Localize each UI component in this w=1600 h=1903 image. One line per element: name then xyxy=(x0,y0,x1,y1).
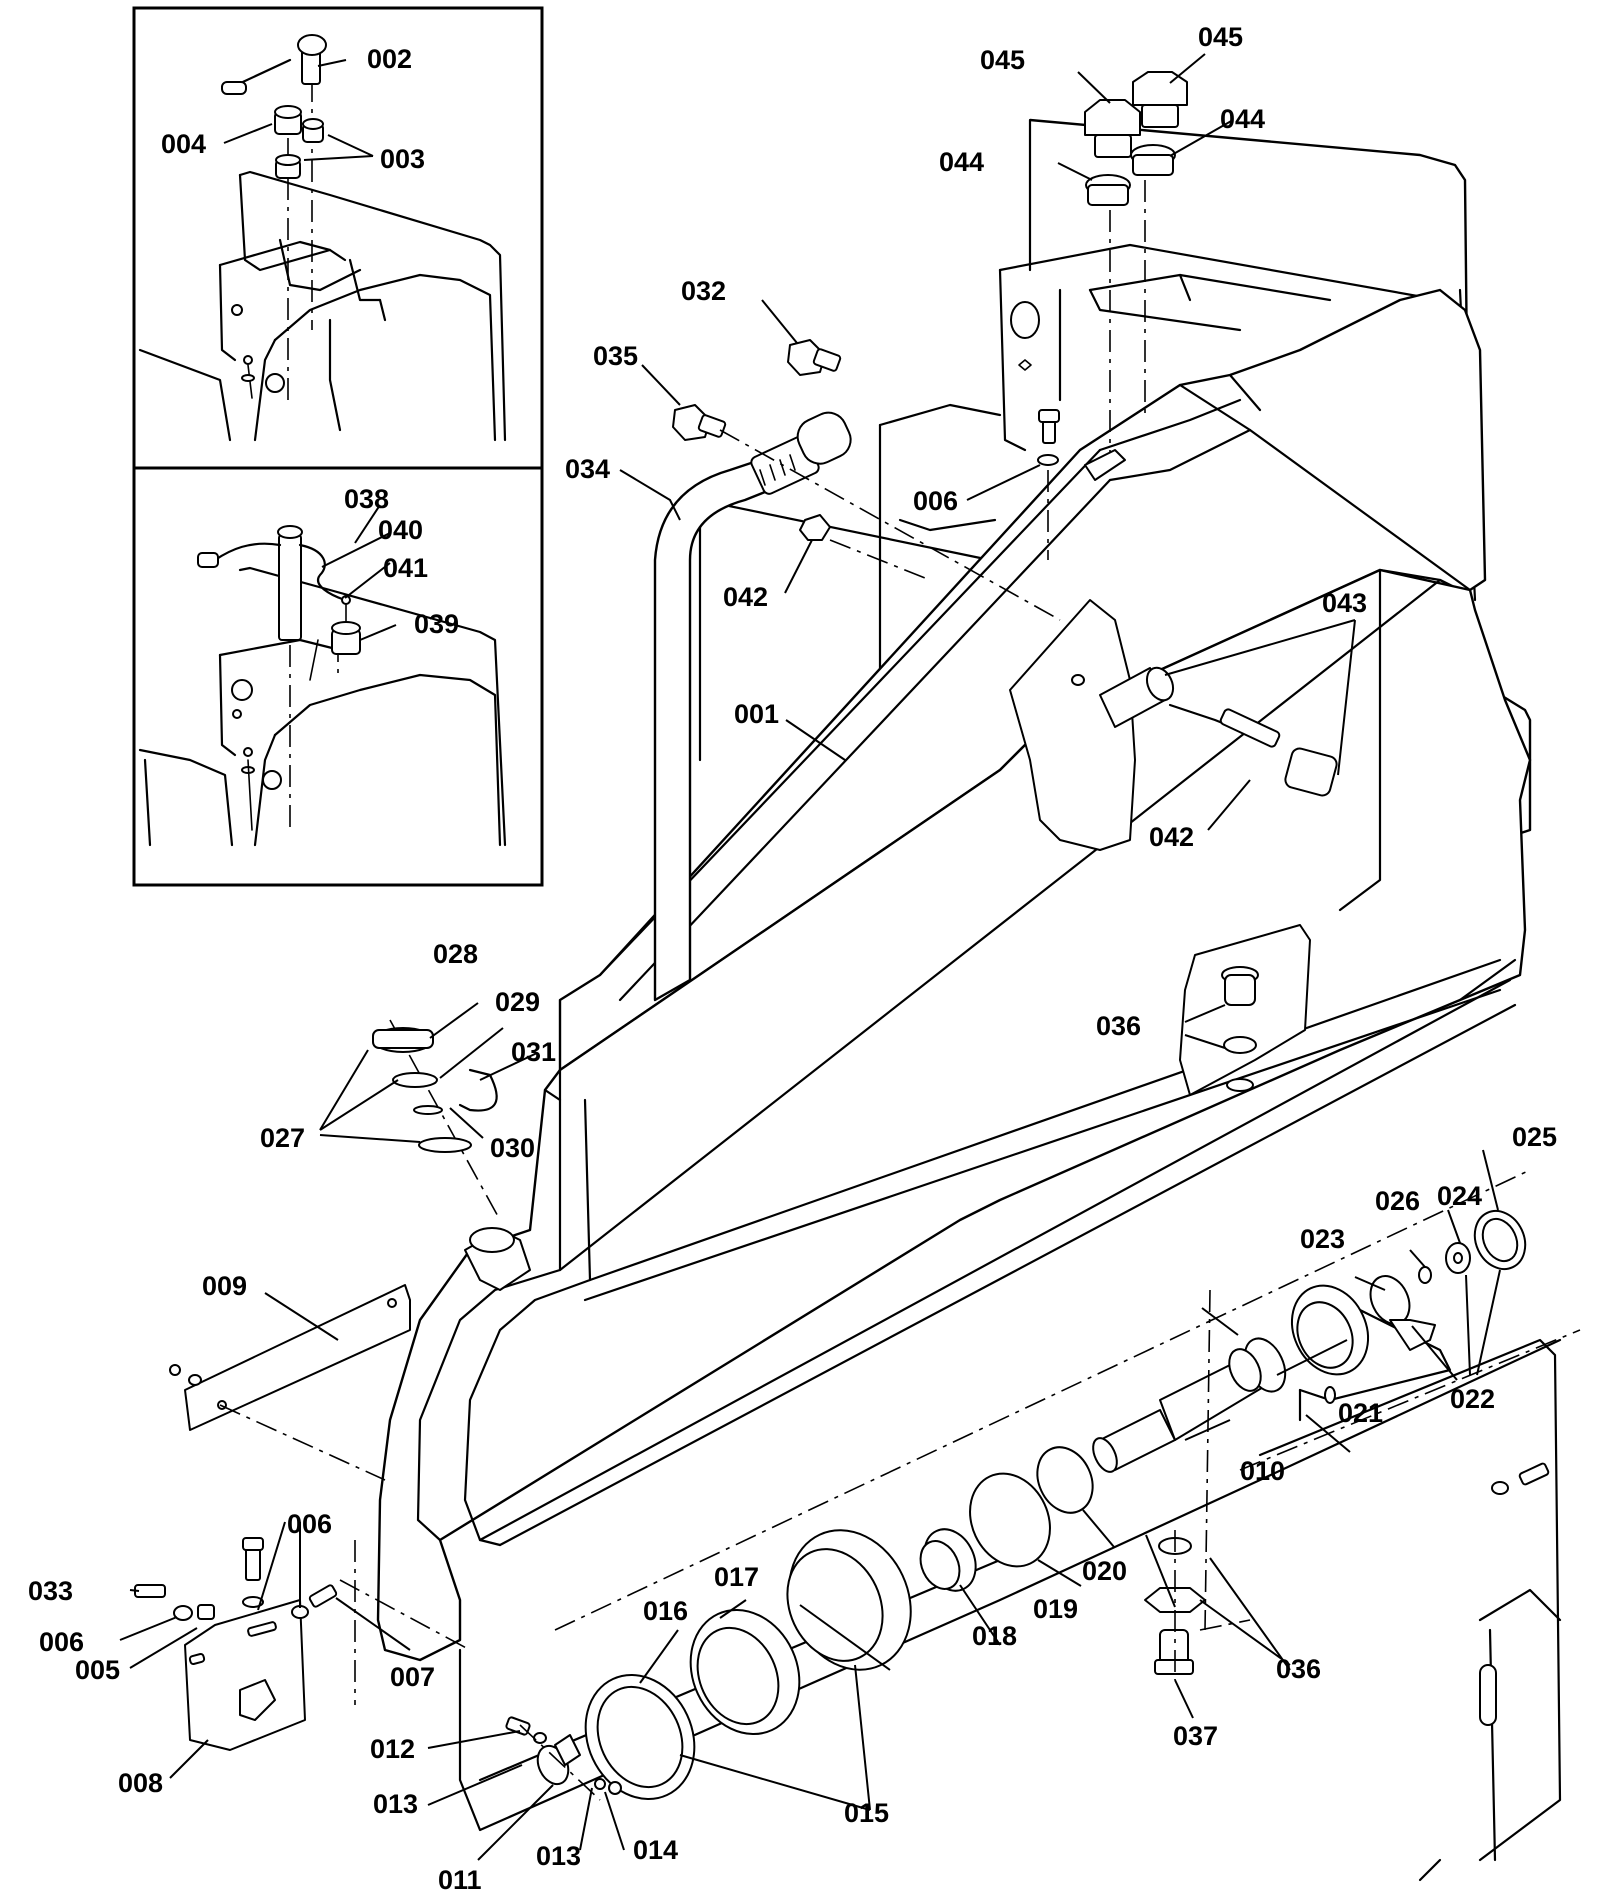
callout-025: 025 xyxy=(1512,1122,1557,1152)
callout-035: 035 xyxy=(593,341,638,371)
hose-034 xyxy=(653,411,852,1002)
callout-045-left: 045 xyxy=(980,45,1025,75)
callout-042-top: 042 xyxy=(723,582,768,612)
callout-005: 005 xyxy=(75,1655,120,1685)
callout-013-left: 013 xyxy=(373,1789,418,1819)
callout-030: 030 xyxy=(490,1133,535,1163)
callout-006-top: 006 xyxy=(913,486,958,516)
inset-bottom-frame xyxy=(132,466,544,887)
callout-019: 019 xyxy=(1033,1594,1078,1624)
callout-009: 009 xyxy=(202,1271,247,1301)
callout-032: 032 xyxy=(681,276,726,306)
callout-003: 003 xyxy=(380,144,425,174)
callout-006-left: 006 xyxy=(39,1627,84,1657)
callout-014: 014 xyxy=(633,1835,678,1865)
callout-040: 040 xyxy=(378,515,423,545)
callout-011: 011 xyxy=(438,1865,482,1895)
callout-020: 020 xyxy=(1082,1556,1127,1586)
callout-026: 026 xyxy=(1375,1186,1420,1216)
callout-022: 022 xyxy=(1450,1384,1495,1414)
callout-028: 028 xyxy=(433,939,478,969)
callout-036-lower: 036 xyxy=(1276,1654,1321,1684)
callout-036-upper: 036 xyxy=(1096,1011,1141,1041)
inset-bottom-drawing xyxy=(138,525,507,847)
callout-labels: 002 004 003 045 045 044 044 032 035 034 … xyxy=(28,22,1557,1895)
main-tank-001 xyxy=(376,118,1532,1662)
callout-010: 010 xyxy=(1240,1456,1285,1486)
callout-008: 008 xyxy=(118,1768,163,1798)
callout-016: 016 xyxy=(643,1596,688,1626)
callout-021: 021 xyxy=(1338,1398,1383,1428)
inset-top-frame xyxy=(132,6,544,470)
callout-002: 002 xyxy=(367,44,412,74)
top-hardware xyxy=(672,71,1338,1092)
callout-039: 039 xyxy=(414,609,459,639)
callout-044-right: 044 xyxy=(1220,104,1265,134)
label-plate-009 xyxy=(169,1284,411,1481)
callout-043: 043 xyxy=(1322,588,1367,618)
inset-top-drawing xyxy=(138,34,507,442)
drain-filter-assembly xyxy=(505,1169,1550,1801)
callout-012: 012 xyxy=(370,1734,415,1764)
callout-001: 001 xyxy=(734,699,779,729)
callout-044-left: 044 xyxy=(939,147,984,177)
bracket-assembly xyxy=(134,1537,471,1751)
inset-frames xyxy=(132,6,544,887)
callout-034: 034 xyxy=(565,454,610,484)
callout-007: 007 xyxy=(390,1662,435,1692)
fill-cap-assembly xyxy=(372,1019,531,1291)
callout-006-bracket: 006 xyxy=(287,1509,332,1539)
callout-042-mid: 042 xyxy=(1149,822,1194,852)
leader-lines xyxy=(119,53,1501,1861)
callout-031: 031 xyxy=(511,1037,556,1067)
callout-038: 038 xyxy=(344,484,389,514)
callout-024: 024 xyxy=(1437,1181,1482,1211)
callout-045-right: 045 xyxy=(1198,22,1243,52)
callout-015: 015 xyxy=(844,1798,889,1828)
callout-018: 018 xyxy=(972,1621,1017,1651)
callout-037: 037 xyxy=(1173,1721,1218,1751)
callout-013-right: 013 xyxy=(536,1841,581,1871)
callout-033: 033 xyxy=(28,1576,73,1606)
callout-029: 029 xyxy=(495,987,540,1017)
callout-027: 027 xyxy=(260,1123,305,1153)
callout-023: 023 xyxy=(1300,1224,1345,1254)
callout-041: 041 xyxy=(383,553,428,583)
callout-017: 017 xyxy=(714,1562,759,1592)
callout-004: 004 xyxy=(161,129,206,159)
